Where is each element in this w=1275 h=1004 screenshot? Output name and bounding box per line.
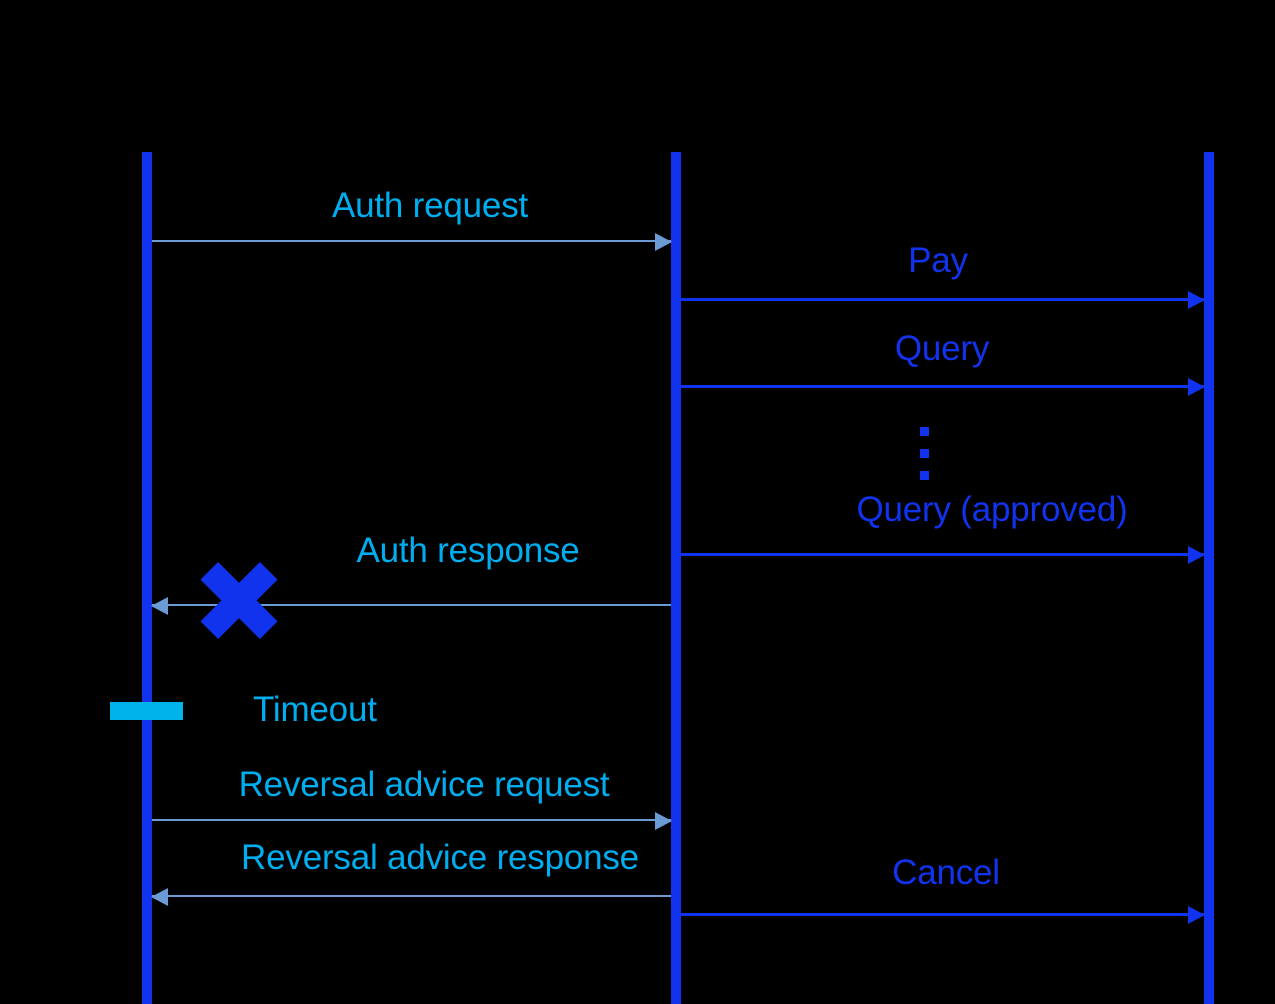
message-label-reversal-advice-response: Reversal advice response (241, 838, 639, 877)
arrow-line (681, 553, 1204, 556)
arrow-line (152, 895, 671, 897)
arrow-head-icon (1188, 545, 1205, 564)
timeout-label: Timeout (253, 690, 377, 729)
message-label-auth-request: Auth request (331, 186, 529, 225)
message-lost-x-icon (200, 561, 278, 639)
arrow-line (152, 604, 671, 606)
message-label-pay: Pay (908, 241, 968, 280)
message-label-auth-response: Auth response (356, 531, 580, 570)
message-label-query: Query (894, 329, 990, 368)
arrow-head-icon (655, 232, 672, 251)
arrow-line (681, 298, 1204, 301)
arrow-head-icon (1188, 905, 1205, 924)
ellipsis-dot-3 (920, 471, 929, 480)
ellipsis-dot-2 (920, 449, 929, 458)
arrow-line (681, 913, 1204, 916)
middle-lifeline (671, 152, 681, 1004)
arrow-line (681, 385, 1204, 388)
arrow-head-icon (1188, 377, 1205, 396)
left-lifeline (142, 152, 152, 1004)
arrow-line (152, 819, 671, 821)
arrow-head-icon (151, 887, 168, 906)
timeout-bar (110, 702, 183, 720)
right-lifeline (1204, 152, 1214, 1004)
arrow-line (152, 240, 671, 242)
arrow-head-icon (655, 811, 672, 830)
message-label-reversal-advice-request: Reversal advice request (238, 765, 610, 804)
arrow-head-icon (151, 596, 168, 615)
message-label-query-approved: Query (approved) (856, 490, 1128, 529)
arrow-head-icon (1188, 290, 1205, 309)
message-label-cancel: Cancel (892, 853, 1000, 892)
ellipsis-dot-1 (920, 427, 929, 436)
